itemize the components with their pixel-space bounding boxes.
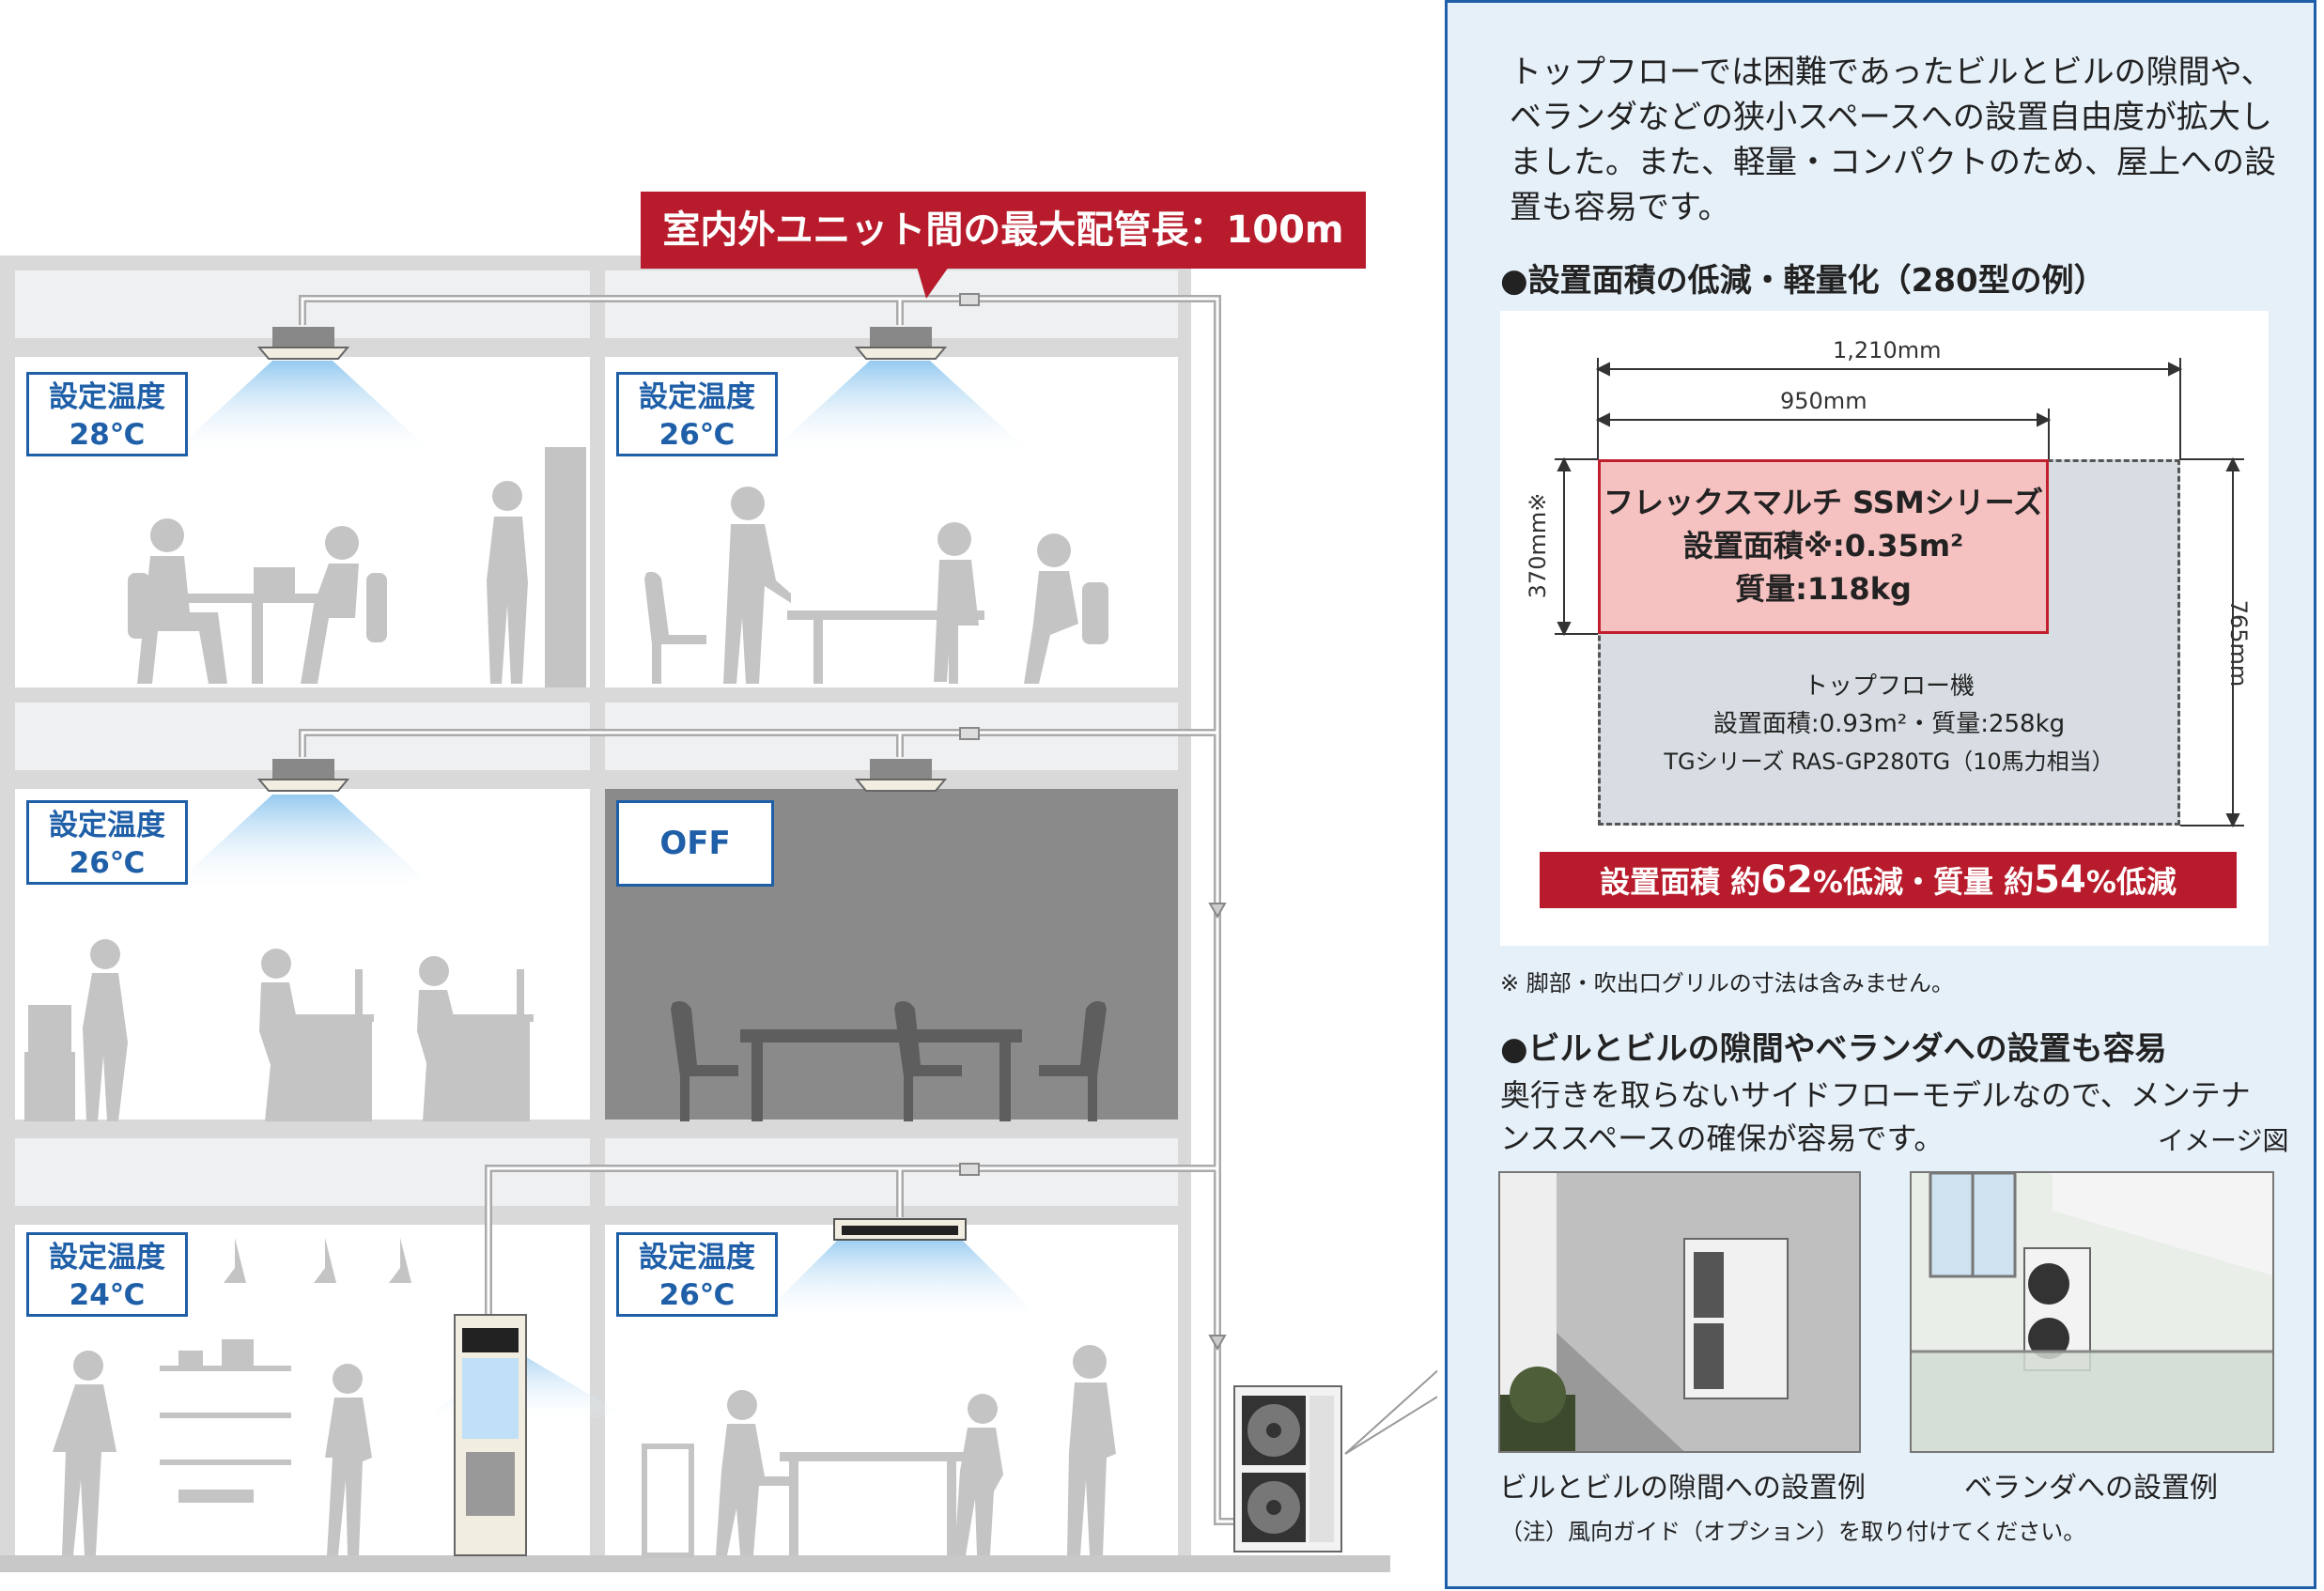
photo-building-gap [1498,1171,1861,1453]
temp-setting-mid-left: 設定温度 26℃ [26,800,188,885]
ssm-footprint: フレックスマルチ SSMシリーズ 設置面積※:0.35m² 質量:118kg [1598,459,2049,634]
topflow-area-weight: 設置面積:0.93m²・質量:258kg [1712,710,2066,738]
ceiling-suspended-unit [833,1218,967,1241]
topflow-model: TGシリーズ RAS-GP280TG（10馬力相当） [1664,749,2115,775]
section-title-installation: ●ビルとビルの隙間やベランダへの設置も容易 [1500,1030,2167,1068]
meeting-room-silhouettes [671,1001,1107,1121]
dim-depth-ssm: 370mm※ [1525,492,1551,599]
temp-label: 設定温度 [49,380,165,414]
temp-label: 設定温度 [49,1241,165,1274]
reduction-text: %低減 [2085,864,2177,900]
footnote: ※ 脚部・吹出口グリルの寸法は含みません。 [1500,970,1955,996]
outdoor-unit [1233,1385,1342,1552]
section-title-area-reduction: ●設置面積の低減・軽量化（280型の例） [1500,262,2106,300]
intro-text: トップフローでは困難であったビルとビルの隙間や、ベランダなどの狭小スペースへの設… [1510,54,2276,226]
temp-setting-top-left: 設定温度 28℃ [26,372,188,456]
ssm-name: フレックスマルチ SSMシリーズ [1603,485,2044,520]
info-panel: トップフローでは困難であったビルとビルの隙間や、ベランダなどの狭小スペースへの設… [1445,0,2316,1589]
caption-building-gap: ビルとビルの隙間への設置例 [1499,1472,1866,1505]
ceiling-cassette-unit [854,327,948,360]
dim-depth-topflow: 765mm [2225,599,2252,687]
topflow-name: トップフロー機 [1803,672,1975,701]
floor-standing-unit [454,1314,527,1556]
temp-setting-bottom-left: 設定温度 24℃ [26,1232,188,1317]
room-status-off: OFF [616,800,774,887]
ceiling-cassette-unit [256,327,350,360]
ssm-area: 設置面積※:0.35m² [1682,528,1964,564]
image-note: イメージ図 [2158,1125,2289,1156]
building-gap-illustration [1500,1173,1859,1451]
reduction-area-percent: 62 [1760,858,1813,902]
reduction-banner: 設置面積 約62%低減・質量 約54%低減 [1540,852,2237,908]
temp-label: 設定温度 [639,1241,755,1274]
temp-value: 26℃ [658,1278,736,1312]
topflow-spec: トップフロー機 設置面積:0.93m²・質量:258kg TGシリーズ RAS-… [1598,668,2180,780]
building-illustration [0,255,1437,1572]
installation-area-figure: 1,210mm 950mm 370mm※ 765mm フレックスマルチ SSMシ… [1500,311,2269,946]
caption-veranda: ベランダへの設置例 [1964,1472,2218,1505]
reduction-text: 設置面積 約 [1600,864,1761,900]
temp-value: 24℃ [69,1278,146,1312]
temp-label: 設定温度 [49,809,165,842]
max-pipe-length-callout: 室内外ユニット間の最大配管長：100m [641,192,1366,269]
photo-veranda [1910,1171,2274,1453]
reduction-weight-percent: 54 [2034,858,2086,902]
wind-guide-note: （注）風向ガイド（オプション）を取り付けてください。 [1500,1519,2086,1545]
temp-value: 28℃ [69,418,146,452]
ceiling-cassette-unit [854,759,948,792]
dimension-lines [1555,358,2244,828]
dim-width-topflow: 1,210mm [1833,337,1942,363]
dim-width-ssm: 950mm [1780,388,1867,414]
ceiling-cassette-unit [256,759,350,792]
temp-setting-bottom-right: 設定温度 26℃ [616,1232,778,1317]
temp-label: 設定温度 [639,380,755,414]
office-silhouettes [24,447,1116,1558]
ssm-weight: 質量:118kg [1735,571,1912,607]
reduction-text: %低減・質量 約 [1812,864,2035,900]
section2-text: 奥行きを取らないサイドフローモデルなので、メンテナンススペースの確保が容易です。 [1500,1077,2251,1156]
veranda-illustration [1912,1173,2272,1451]
temp-value: 26℃ [658,418,736,452]
temp-value: 26℃ [69,846,146,880]
temp-setting-top-right: 設定温度 26℃ [616,372,778,456]
